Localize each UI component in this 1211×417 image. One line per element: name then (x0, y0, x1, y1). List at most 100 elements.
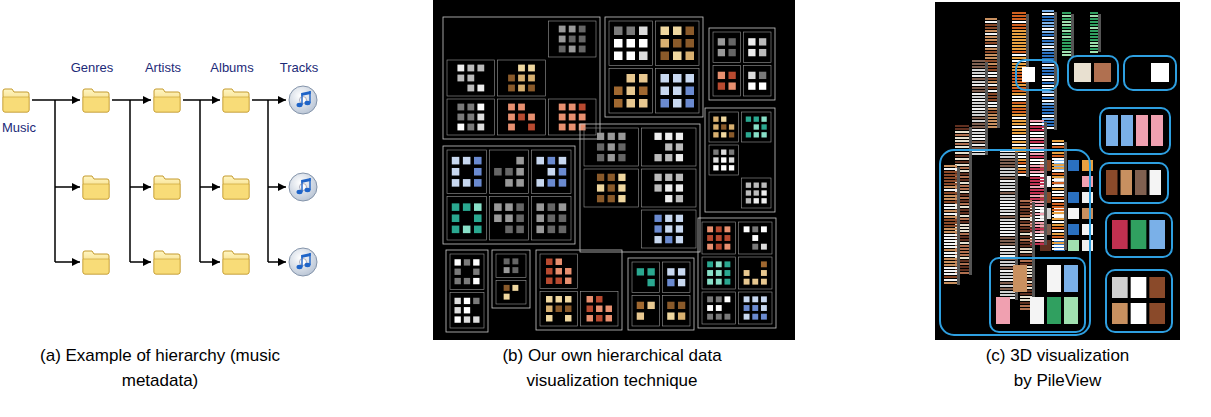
item-thumbnail (463, 157, 471, 165)
pile-item (1090, 12, 1098, 14)
item-thumbnail (454, 316, 460, 322)
pile-item (1000, 225, 1015, 227)
item-thumbnail (676, 174, 683, 181)
subgroup-frame (489, 197, 528, 241)
item-thumbnail (559, 124, 566, 131)
item-thumbnail (1068, 160, 1079, 171)
item-thumbnail (518, 65, 525, 72)
folder-back (223, 89, 249, 112)
group-frame (698, 218, 776, 328)
pile-item (1052, 212, 1064, 214)
item-thumbnail (754, 198, 759, 203)
item-thumbnail (454, 259, 460, 265)
pile-item (1052, 197, 1064, 199)
pile-item (1030, 135, 1044, 137)
pile-item (1090, 24, 1098, 26)
pile-item (972, 75, 985, 77)
subgroup-frame (709, 112, 739, 142)
pile-item (1000, 153, 1015, 155)
treemap-panel (433, 0, 795, 340)
pile-item (1000, 285, 1015, 287)
subgroup-frame (713, 32, 741, 63)
item-thumbnail (516, 179, 524, 187)
pile-item (1030, 165, 1044, 167)
item-thumbnail (707, 279, 713, 285)
item-thumbnail (718, 82, 725, 89)
pile-stack (972, 60, 988, 155)
pile-item (1042, 52, 1054, 54)
item-thumbnail (556, 259, 562, 265)
item-thumbnail (761, 279, 767, 285)
item-thumbnail (494, 214, 502, 222)
hierarchy-level-label: Artists (145, 60, 181, 76)
branch-arrow (200, 261, 220, 263)
pile-item (1030, 195, 1044, 197)
pile-item (1000, 267, 1015, 269)
subgroup-frame (540, 254, 578, 289)
item-thumbnail (724, 270, 730, 276)
pile-item (1012, 105, 1026, 107)
cluster-outline (1124, 56, 1176, 90)
pile-item (944, 246, 957, 248)
item-thumbnail (548, 168, 556, 176)
item-thumbnail (559, 46, 566, 53)
pile-item (1052, 215, 1064, 217)
item-thumbnail (467, 104, 474, 111)
item-thumbnail (477, 104, 484, 111)
item-thumbnail (713, 165, 718, 170)
pile-item (1052, 227, 1064, 229)
item-thumbnail (707, 314, 713, 320)
item-thumbnail (1082, 192, 1093, 203)
item-thumbnail (729, 157, 734, 162)
item-thumbnail (673, 87, 682, 96)
pile-item (1012, 117, 1026, 119)
pile-item (1062, 30, 1071, 32)
item-thumbnail (565, 278, 571, 284)
item-thumbnail (667, 302, 674, 309)
pile-item (955, 131, 969, 133)
item-thumbnail (721, 117, 726, 122)
pile-item (1030, 159, 1044, 161)
item-thumbnail (508, 85, 515, 92)
pile-side (1098, 14, 1101, 52)
item-thumbnail (673, 99, 682, 108)
item-thumbnail (597, 133, 604, 140)
item-thumbnail (665, 174, 672, 181)
folder-back (83, 251, 109, 274)
pile-item (1012, 48, 1026, 50)
group-frame (709, 28, 775, 100)
item-thumbnail (559, 104, 566, 111)
item-thumbnail (559, 26, 566, 33)
pile-item (1020, 221, 1032, 223)
item-thumbnail (467, 114, 474, 121)
pile-stack (944, 165, 960, 285)
item-thumbnail (665, 143, 672, 150)
item-thumbnail (637, 312, 644, 319)
pile-item (1052, 170, 1064, 172)
item-thumbnail (686, 27, 695, 36)
pile-item (1012, 102, 1026, 104)
pile-item (1000, 282, 1015, 284)
item-thumbnail (454, 298, 460, 304)
subgroup-frame (632, 262, 660, 293)
pile-item (1012, 132, 1026, 134)
cluster-outline (1068, 56, 1118, 90)
item-thumbnail (754, 183, 759, 188)
item-thumbnail (761, 198, 766, 203)
item-thumbnail (579, 114, 586, 121)
subgroup-frame (632, 296, 660, 327)
item-thumbnail (724, 279, 730, 285)
pile-item (944, 231, 957, 233)
pile-item (1020, 230, 1032, 232)
item-thumbnail (707, 296, 713, 302)
item-thumbnail (654, 225, 661, 232)
item-thumbnail (508, 114, 515, 121)
pile-item (944, 186, 957, 188)
pile-item (1042, 106, 1054, 108)
pile-item (944, 240, 957, 242)
item-thumbnail (473, 278, 479, 284)
subgroup-frame (447, 99, 495, 135)
branch-trunk (129, 100, 131, 262)
cluster-outline (990, 258, 1085, 332)
item-thumbnail (1131, 220, 1147, 249)
